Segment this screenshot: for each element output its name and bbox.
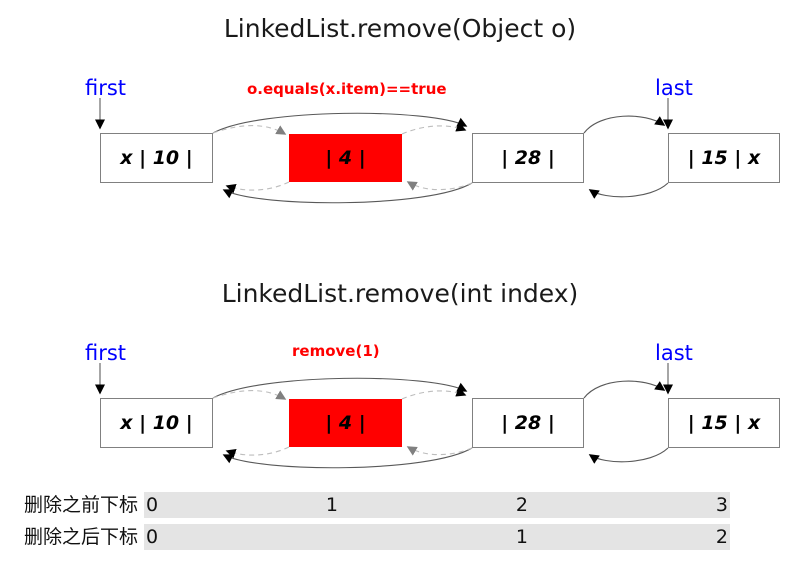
index-bar-after [144,524,730,550]
index-cell-before-0: 0 [146,494,159,516]
node-removed-top[interactable]: | 4 | [289,134,402,182]
broken-link-removed-to-third-top [401,122,467,135]
last-pointer-label-bottom: last [655,341,693,365]
index-cell-after-1: 1 [515,526,528,548]
bypass-forward-link-top [212,112,468,134]
broken-link-removed-to-head-top [225,181,290,194]
last-pointer-label-top: last [655,76,693,100]
bypass-backward-link-bottom [222,447,473,469]
index-cell-after-0: 0 [146,526,159,548]
broken-link-third-to-removed-top [406,181,473,191]
index-row-after-label: 删除之后下标 [23,526,138,548]
index-cell-before-2: 2 [515,494,528,516]
broken-link-removed-to-head-bottom [225,446,290,459]
node-third-bottom[interactable]: | 28 | [472,398,584,448]
node-removed-bottom[interactable]: | 4 | [289,399,402,447]
bypass-backward-link-top [222,182,473,204]
index-cell-before-3: 3 [715,494,728,516]
panel-title-remove-object: LinkedList.remove(Object o) [223,14,577,43]
index-cell-after-2: 2 [715,526,728,548]
index-bar-before [144,492,730,518]
node-tail-bottom[interactable]: | 15 | x [668,398,780,448]
broken-link-third-to-removed-bottom [406,446,473,456]
node-head-bottom[interactable]: x | 10 | [100,398,213,448]
index-row-after: 删除之后下标 0 1 2 [0,524,800,550]
annotation-remove-index: remove(1) [292,342,380,360]
panel-title-remove-index: LinkedList.remove(int index) [221,279,579,308]
broken-link-removed-to-third-bottom [401,387,467,400]
index-row-before: 删除之前下标 0 1 2 3 [0,492,800,518]
broken-link-head-to-removed-bottom [212,390,287,400]
bypass-forward-link-bottom [212,377,468,399]
first-pointer-label-top: first [85,76,127,100]
link-third-to-tail-top [583,115,666,134]
link-tail-to-third-bottom [588,447,669,464]
index-row-before-label: 删除之前下标 [23,494,138,516]
broken-link-head-to-removed-top [212,125,287,135]
link-third-to-tail-bottom [583,380,666,399]
node-tail-top[interactable]: | 15 | x [668,133,780,183]
annotation-equals-condition: o.equals(x.item)==true [247,80,447,98]
node-head-top[interactable]: x | 10 | [100,133,213,183]
index-cell-after-blank [240,524,338,550]
node-third-top[interactable]: | 28 | [472,133,584,183]
first-pointer-label-bottom: first [85,341,127,365]
link-tail-to-third-top [588,182,669,199]
index-cell-before-1: 1 [325,494,338,516]
